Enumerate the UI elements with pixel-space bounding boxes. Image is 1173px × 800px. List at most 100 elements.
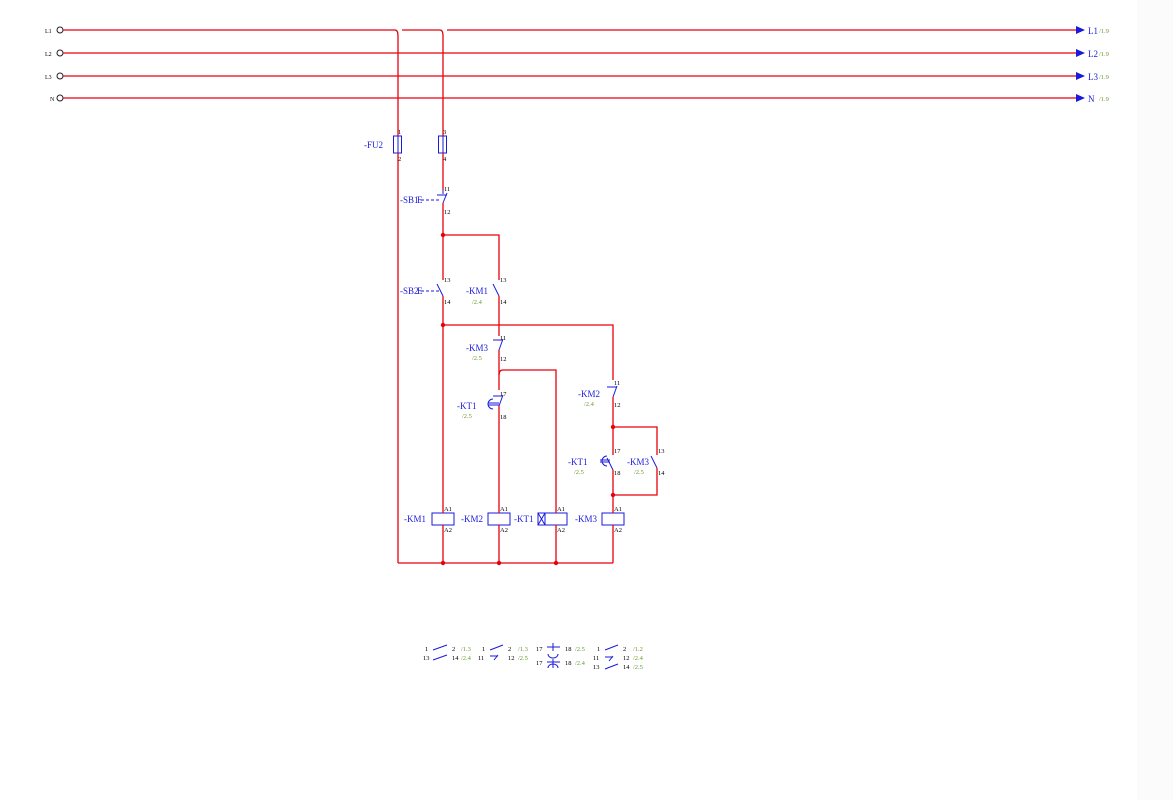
svg-text:17: 17 [500, 391, 507, 398]
junction-dot [496, 560, 502, 566]
svg-text:13: 13 [593, 664, 600, 671]
contact-km3-no: -KM3 /2.5 13 14 [627, 448, 665, 477]
svg-text:11: 11 [444, 186, 450, 193]
svg-text:17: 17 [536, 660, 543, 667]
coil-tag: -KM1 [404, 514, 426, 524]
km2-contact-tag: -KM2 [578, 389, 600, 399]
svg-text:12: 12 [444, 209, 451, 216]
terminal-icon [56, 49, 64, 57]
bus-ref: /1.9 [1099, 51, 1109, 58]
svg-text:/2.4: /2.4 [472, 299, 483, 306]
km1-contact-tag: -KM1 [466, 286, 488, 296]
coil-km1: -KM1 A1 A2 [404, 506, 455, 563]
svg-text:/2.5: /2.5 [634, 469, 644, 476]
svg-text:12: 12 [623, 655, 630, 662]
terminal-icon [56, 72, 64, 80]
xref-table-kt1: 17 18 /2.5 17 18 /2.4 [536, 643, 586, 669]
svg-text:17: 17 [614, 448, 621, 455]
arrow-right-icon [1076, 72, 1085, 80]
coil-km3: -KM3 A1 A2 [575, 506, 625, 563]
terminal-icon [56, 94, 64, 102]
svg-text:14: 14 [658, 470, 665, 477]
svg-text:18: 18 [614, 470, 621, 477]
busbar-L3: L3 L3 /1.9 [45, 72, 1109, 82]
svg-text:A2: A2 [614, 527, 622, 534]
busbar-L2: L2 L2 /1.9 [45, 49, 1109, 59]
svg-text:18: 18 [565, 646, 572, 653]
svg-text:A2: A2 [500, 527, 508, 534]
svg-text:11: 11 [478, 655, 484, 662]
svg-text:/2.5: /2.5 [574, 469, 584, 476]
svg-text:/2.5: /2.5 [575, 646, 585, 653]
fuse-tag: -FU2 [364, 140, 383, 150]
coil-tag: -KT1 [514, 514, 534, 524]
coil-icon [487, 512, 511, 526]
xref-table-km3: 1 2 /1.2 11 12 /2.4 13 14 /2.5 [593, 644, 644, 671]
sb2-actuator: E [417, 286, 423, 296]
kt1b-contact-tag: -KT1 [568, 457, 588, 467]
km3-contact-tag: -KM3 [466, 343, 488, 353]
svg-text:/1.3: /1.3 [461, 646, 471, 653]
fuse-fu2: -FU2 1 2 3 4 [364, 129, 447, 163]
coil-icon [431, 512, 455, 526]
bus-ref: /1.9 [1099, 28, 1109, 35]
svg-text:17: 17 [536, 646, 543, 653]
svg-text:12: 12 [614, 402, 621, 409]
contact-kt1-timed-no: -KT1 /2.5 17 18 [568, 448, 621, 477]
svg-text:A1: A1 [500, 506, 508, 513]
coil-tag: -KM2 [461, 514, 483, 524]
bus-right-label: N [1088, 94, 1095, 104]
busbar-L1: L1 L1 /1.9 [45, 26, 1109, 37]
svg-text:4: 4 [443, 156, 447, 163]
arrow-right-icon [1076, 49, 1085, 57]
bus-left-label: L3 [45, 75, 52, 81]
svg-text:2: 2 [398, 156, 401, 163]
svg-text:/1.2: /1.2 [633, 646, 643, 653]
coil-tag: -KM3 [575, 514, 597, 524]
coil-kt1: -KT1 A1 A2 [514, 506, 568, 563]
pushbutton-sb2: -SB2 E 13 14 [400, 277, 451, 306]
svg-text:/2.5: /2.5 [472, 355, 482, 362]
svg-text:13: 13 [444, 277, 451, 284]
junction-dot [440, 560, 446, 566]
svg-text:1: 1 [482, 646, 485, 653]
arrow-right-icon [1076, 26, 1085, 34]
svg-text:14: 14 [452, 655, 459, 662]
busbar-N: N N /1.9 [50, 94, 1109, 104]
junction-dot [553, 560, 559, 566]
svg-text:13: 13 [500, 277, 507, 284]
kt1-contact-tag: -KT1 [457, 401, 477, 411]
sb1-actuator: E [417, 195, 423, 205]
svg-text:A2: A2 [444, 527, 452, 534]
xref-table-km1: 1 2 /1.3 13 14 /2.4 [423, 644, 472, 662]
right-edge-panel [1137, 0, 1173, 800]
sb2-tag: -SB2 [400, 286, 419, 296]
junction-dot [610, 492, 616, 498]
sb1-tag: -SB1 [400, 195, 419, 205]
svg-text:/2.4: /2.4 [633, 655, 644, 662]
svg-text:2: 2 [623, 646, 626, 653]
contact-km1: -KM1 /2.4 13 14 [466, 277, 507, 306]
pushbutton-sb1: -SB1 E 11 12 [400, 186, 451, 216]
timer-coil-icon [544, 512, 568, 526]
svg-text:3: 3 [443, 129, 446, 136]
svg-text:2: 2 [508, 646, 511, 653]
svg-text:14: 14 [444, 299, 451, 306]
svg-text:/2.5: /2.5 [633, 664, 643, 671]
svg-text:/2.5: /2.5 [518, 655, 528, 662]
svg-text:13: 13 [658, 448, 665, 455]
svg-text:/2.4: /2.4 [584, 401, 595, 408]
timer-arc-icon [487, 398, 494, 410]
bus-right-label: L1 [1088, 26, 1098, 36]
timer-arc-icon [601, 455, 608, 467]
svg-text:A1: A1 [444, 506, 452, 513]
svg-text:11: 11 [614, 380, 620, 387]
svg-text:/2.4: /2.4 [461, 655, 472, 662]
svg-text:A2: A2 [557, 527, 565, 534]
svg-text:13: 13 [423, 655, 430, 662]
svg-text:2: 2 [452, 646, 455, 653]
svg-text:/1.3: /1.3 [518, 646, 528, 653]
svg-text:1: 1 [425, 646, 428, 653]
